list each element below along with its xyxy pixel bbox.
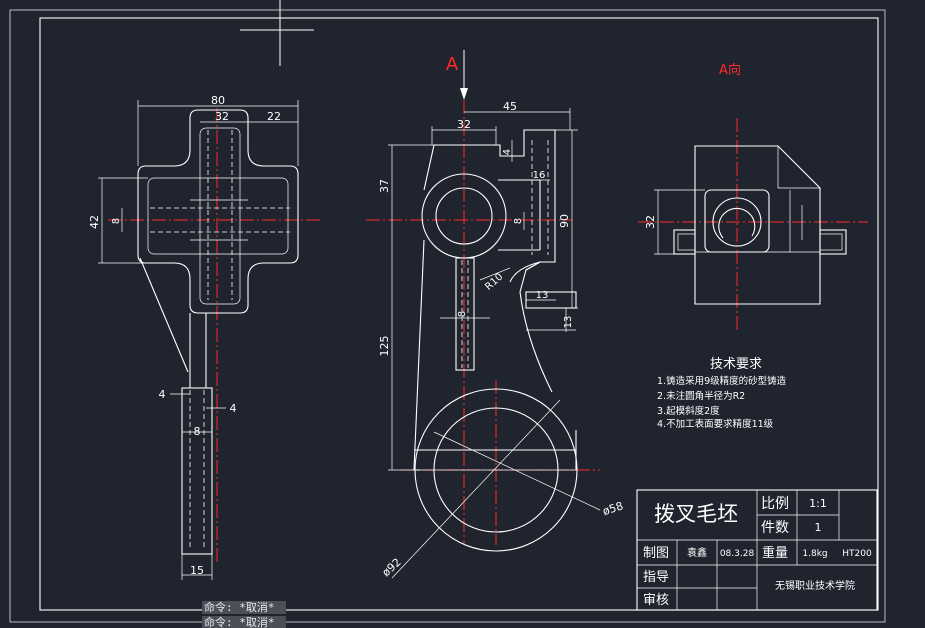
dim-8b-front: 8 (457, 311, 468, 317)
dim-32-left: 32 (215, 110, 229, 123)
scale-value: 1:1 (809, 497, 827, 510)
dim-4b: 4 (230, 402, 237, 415)
view-a-hole (712, 197, 762, 247)
dim-125: 125 (378, 336, 391, 357)
a-direction-view: A向 32 (638, 62, 868, 332)
drafter-name: 袁鑫 (687, 546, 707, 559)
left-view: 80 32 22 42 8 4 4 8 15 (88, 94, 320, 580)
dim-leader-d92 (391, 399, 561, 579)
crosshair-cursor-icon (240, 0, 314, 66)
dim-13a: 13 (536, 290, 549, 301)
dim-32-right: 32 (644, 215, 657, 229)
draw-label: 制图 (643, 546, 669, 561)
weight-value: 1.8kg (802, 549, 827, 559)
front-right-arm-edge (519, 291, 553, 393)
qty-label: 件数 (761, 520, 789, 536)
tech-requirements: 技术要求 1.铸造采用9级精度的砂型铸造 2.未注圆角半径为R2 3.起模斜度2… (657, 357, 787, 430)
weight-label: 重量 (762, 545, 788, 561)
qty-value: 1 (815, 521, 822, 534)
view-a-left-lug (673, 229, 696, 255)
left-inner-horizontal (147, 177, 289, 255)
dim-80: 80 (211, 94, 225, 107)
title-block: 拨叉毛坯 比例 1:1 件数 1 制图 袁鑫 08.3.28 重量 1.8kg … (636, 489, 878, 611)
command-line-entry-2: 命令: *取消* (202, 616, 286, 628)
left-arm-taper (139, 257, 189, 373)
front-left-arm-edge (413, 239, 425, 471)
dim-32-front: 32 (457, 118, 471, 131)
front-upper-hole (435, 187, 493, 245)
dim-13b: 13 (563, 316, 574, 329)
draw-date: 08.3.28 (720, 549, 755, 559)
tech-requirement-1: 1.铸造采用9级精度的砂型铸造 (657, 375, 787, 387)
dim-16: 16 (533, 170, 546, 181)
tech-requirement-4: 4.不加工表面要求精度11级 (657, 418, 774, 430)
dim-22: 22 (267, 110, 281, 123)
left-lower-boss (181, 387, 213, 555)
tech-requirement-2: 2.未注圆角半径为R2 (657, 390, 745, 402)
command-line[interactable]: 命令: *取消* 命令: *取消* (202, 601, 286, 628)
dim-d92: ø92 (380, 556, 404, 580)
material: HT200 (842, 549, 872, 559)
dim-leader-d58 (433, 431, 601, 511)
dim-37: 37 (378, 179, 391, 193)
dim-4a: 4 (159, 388, 166, 401)
command-line-entry-1: 命令: *取消* (202, 601, 286, 614)
section-label-a: A (446, 54, 459, 75)
dim-8b: 8 (194, 425, 201, 438)
inner-frame (39, 17, 879, 611)
guide-label: 指导 (643, 570, 669, 585)
review-label: 审核 (643, 593, 669, 608)
dim-42: 42 (88, 215, 101, 229)
left-inner-vertical (199, 127, 241, 305)
dim-leader-r10 (479, 267, 511, 281)
left-cross-outline (137, 109, 299, 314)
outer-frame (9, 9, 886, 623)
tech-requirement-3: 3.起模斜度2度 (657, 405, 720, 417)
dim-d58: ø58 (601, 499, 625, 518)
dim-8-left: 8 (111, 218, 122, 224)
view-a-body (694, 145, 821, 305)
front-upper-outline (434, 129, 556, 293)
dim-8a-front: 8 (513, 218, 524, 224)
front-r10-fillet (509, 261, 541, 283)
front-view: A (366, 50, 625, 579)
dim-4-front: 4 (502, 149, 513, 155)
view-a-boss (704, 189, 770, 253)
part-name: 拨叉毛坯 (654, 502, 738, 526)
tech-requirements-title: 技术要求 (710, 357, 762, 372)
dim-45: 45 (503, 100, 517, 113)
school-name: 无锡职业技术学院 (775, 579, 855, 592)
section-arrow-icon (460, 88, 468, 100)
dim-90: 90 (558, 214, 571, 228)
front-center-rib (455, 257, 475, 371)
view-a-label: A向 (719, 62, 741, 78)
dim-15: 15 (190, 564, 204, 577)
dim-r10: R10 (483, 271, 505, 292)
scale-label: 比例 (761, 496, 789, 512)
